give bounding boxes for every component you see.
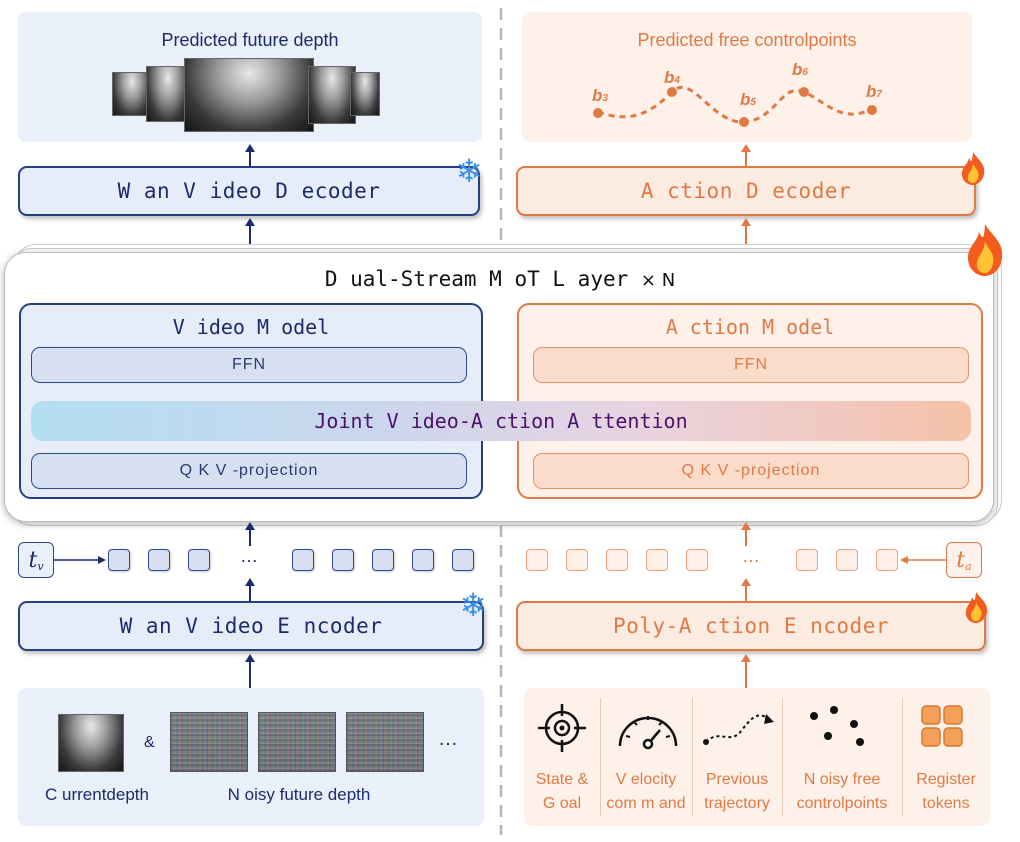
action-ffn: FFN [533, 347, 969, 383]
depth-frame-4 [308, 66, 356, 124]
arrow-video-tokens-to-mot [245, 522, 255, 546]
video-token [452, 549, 474, 571]
video-token [292, 549, 314, 571]
predicted-controlpoints-panel: Predicted free controlpoints b3 b4 b5 b6… [522, 12, 972, 142]
action-model-title: A ction M odel [665, 315, 835, 339]
mot-title: D ual-Stream M oT L ayer × N [324, 267, 676, 291]
video-token [372, 549, 394, 571]
predicted-depth-panel: Predicted future depth [18, 12, 482, 142]
action-token [646, 549, 668, 571]
point-label-b3: b3 [592, 86, 608, 105]
predicted-controlpoints-title: Predicted free controlpoints [637, 30, 857, 50]
mot-layer: D ual-Stream M oT L ayer × N V ideo M od… [4, 252, 994, 522]
separator [782, 698, 783, 816]
depth-frame-1 [112, 72, 152, 116]
point-label-b6: b6 [792, 60, 808, 79]
arrow-action-encoder-to-tokens [741, 578, 751, 602]
noisy-future-depth-label: N oisy future depth [227, 785, 371, 804]
point-label-b5: b5 [740, 90, 756, 109]
arrow-inputs-to-video-encoder [245, 654, 255, 688]
noisy-depth-frame-1 [170, 712, 248, 772]
action-token [796, 549, 818, 571]
arrow-action-tokens-to-mot [741, 522, 751, 546]
poly-action-encoder: Poly-A ction E ncoder [516, 601, 986, 651]
action-token [686, 549, 708, 571]
video-token-ellipsis: … [240, 546, 258, 566]
action-token [876, 549, 898, 571]
current-depth-label: C urrentdepth [45, 785, 149, 804]
video-token [108, 549, 130, 571]
video-token [188, 549, 210, 571]
arrow-mot-to-action-decoder [741, 218, 751, 246]
separator [902, 698, 903, 816]
action-token-ellipsis: … [742, 546, 760, 566]
control-point-b3 [593, 108, 603, 118]
separator [692, 698, 693, 816]
video-token [332, 549, 354, 571]
depth-frame-2 [146, 66, 190, 122]
arrow-timestep-to-video-tokens [54, 556, 106, 564]
noisy-depth-frame-2 [258, 712, 336, 772]
speedometer-icon [618, 716, 678, 750]
scatter-points-icon [810, 706, 864, 746]
arrow-inputs-to-action-encoder [741, 654, 751, 688]
register-grid-icon [921, 705, 963, 747]
depth-frame-3 [184, 58, 314, 132]
depth-frame-5 [350, 72, 380, 116]
control-point-b7 [867, 105, 877, 115]
arrow-mot-to-video-decoder [245, 218, 255, 246]
snowflake-icon: ❄ [459, 587, 487, 623]
point-label-b7: b7 [866, 82, 882, 101]
wan-video-decoder: W an V ideo D ecoder [18, 166, 480, 216]
point-label-b4: b4 [664, 68, 680, 87]
state-goal-label: State &G oal [535, 771, 589, 812]
action-token [836, 549, 858, 571]
video-model-title: V ideo M odel [172, 315, 330, 339]
arrow-video-encoder-to-tokens [245, 578, 255, 602]
control-curve [593, 85, 877, 127]
mot-fire-icon [967, 224, 1003, 276]
snowflake-icon: ❄ [455, 153, 483, 189]
video-qkv-projection: Q K V -projection [31, 453, 467, 489]
control-point-b6 [799, 87, 809, 97]
action-decoder: A ction D ecoder [516, 166, 976, 216]
arrow-decoder-to-points [741, 144, 751, 168]
video-token [148, 549, 170, 571]
ampersand: & [144, 734, 155, 751]
fire-icon [965, 592, 988, 623]
target-icon [538, 704, 586, 752]
action-token [526, 549, 548, 571]
predicted-depth-title: Predicted future depth [161, 30, 339, 50]
joint-attention: Joint V ideo-A ction A ttention [31, 401, 971, 441]
video-token [412, 549, 434, 571]
noisy-frames-ellipsis: … [438, 728, 458, 750]
arrow-decoder-to-depth [245, 144, 255, 168]
video-ffn: FFN [31, 347, 467, 383]
current-depth-image [58, 714, 124, 772]
wan-video-encoder: W an V ideo E ncoder [18, 601, 484, 651]
trajectory-icon [703, 714, 774, 745]
control-point-b4 [667, 87, 677, 97]
video-inputs-panel: & … C urrentdepth N oisy future depth [18, 688, 484, 826]
fire-icon [961, 152, 985, 185]
separator [600, 698, 601, 816]
noisy-depth-frame-3 [346, 712, 424, 772]
action-token [566, 549, 588, 571]
control-point-b5 [739, 117, 749, 127]
arrow-timestep-to-action-tokens [900, 556, 946, 564]
action-token [606, 549, 628, 571]
action-qkv-projection: Q K V -projection [533, 453, 969, 489]
